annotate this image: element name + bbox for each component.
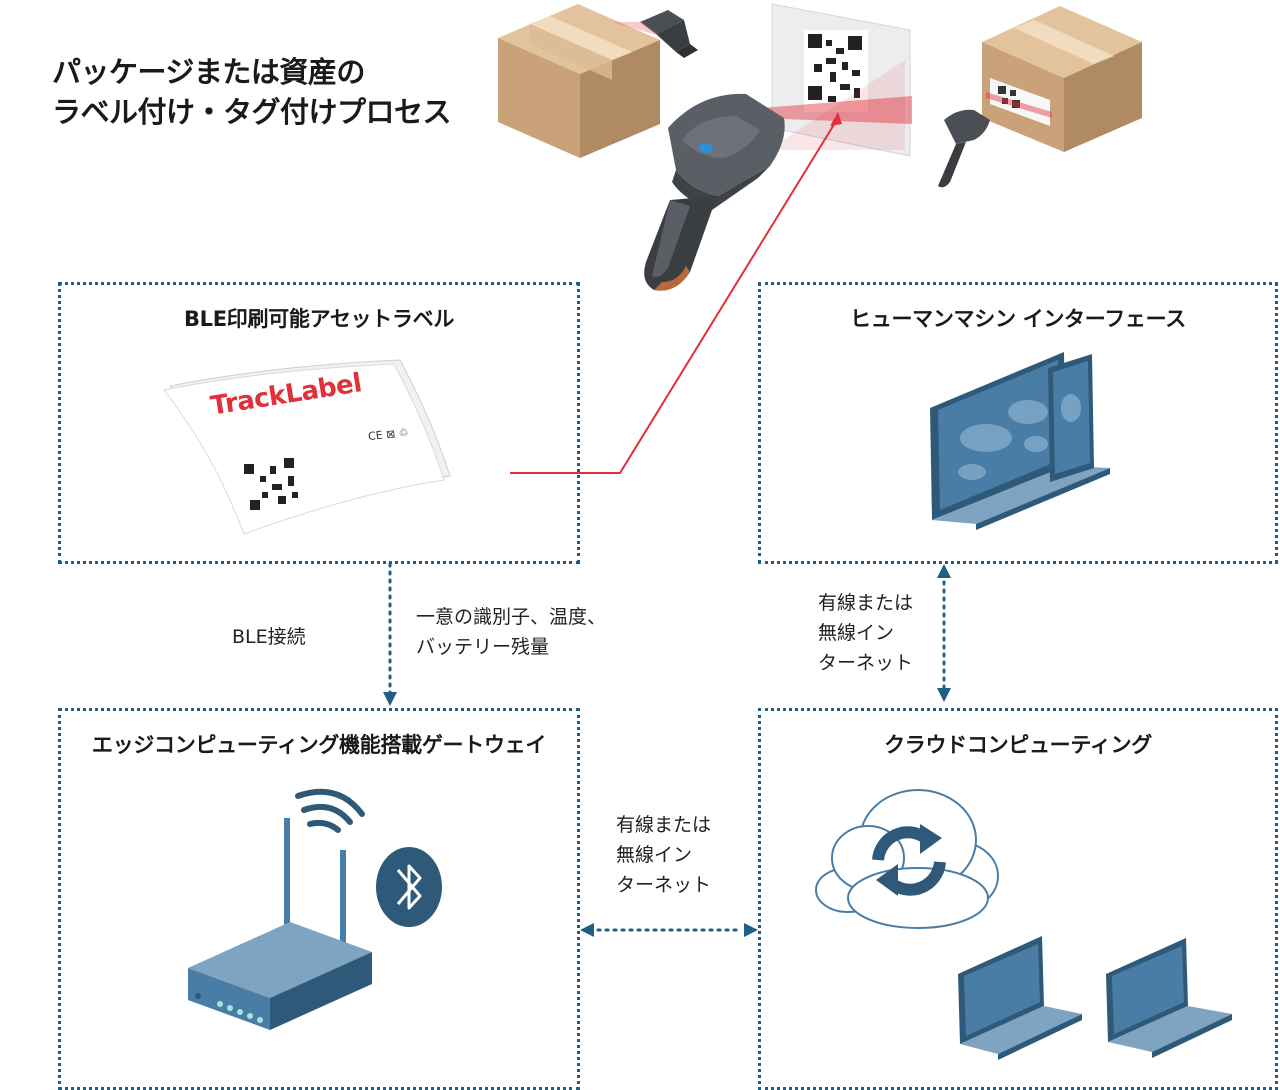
hmi-cloud-line-1: 有線または	[818, 592, 914, 614]
wifi-icon	[295, 788, 365, 833]
cloud-laptops	[958, 936, 1232, 1060]
ble-data-line-2: バッテリー残量	[416, 636, 550, 658]
hmi-box: ヒューマンマシン インターフェース	[758, 282, 1278, 564]
page-title: パッケージまたは資産の ラベル付け・タグ付けプロセス	[52, 52, 512, 132]
barcode-scanner-icon	[612, 10, 698, 58]
router-icon	[188, 818, 372, 1030]
ble-data-line-1: 一意の識別子、温度、	[416, 606, 607, 628]
laptop-icon	[1106, 938, 1232, 1058]
gateway-cloud-line-3: ターネット	[616, 874, 712, 896]
edge-gateway-title: エッジコンピューティング機能搭載ゲートウェイ	[91, 733, 547, 757]
page-title-line-1: パッケージまたは資産の	[52, 55, 365, 89]
cloud-sync-icon	[815, 789, 999, 929]
arrow-hmi-cloud	[937, 564, 951, 702]
ble-label-box: BLE印刷可能アセットラベル	[58, 282, 580, 564]
gateway-cloud-label: 有線または 無線イン ターネット	[616, 810, 711, 900]
ble-label-title: BLE印刷可能アセットラベル	[183, 307, 455, 331]
page-title-line-2: ラベル付け・タグ付けプロセス	[52, 95, 452, 129]
hmi-cloud-line-2: 無線イン	[818, 622, 895, 644]
gateway-cloud-line-1: 有線または	[616, 814, 712, 836]
bluetooth-icon	[376, 847, 442, 927]
hmi-devices	[930, 352, 1110, 530]
hmi-cloud-line-3: ターネット	[818, 652, 914, 674]
cloud-box: クラウドコンピューティング	[758, 708, 1278, 1090]
cardboard-box-icon	[982, 6, 1142, 152]
laptop-icon	[958, 936, 1082, 1060]
hmi-title: ヒューマンマシン インターフェース	[850, 307, 1186, 331]
hmi-cloud-label: 有線または 無線イン ターネット	[818, 588, 913, 678]
laptop-icon	[930, 352, 1110, 530]
cloud-title: クラウドコンピューティング	[884, 733, 1152, 757]
tracklabel-card	[163, 359, 451, 535]
tablet-icon	[1048, 354, 1094, 482]
edge-gateway-box: エッジコンピューティング機能搭載ゲートウェイ	[58, 708, 580, 1090]
arrow-gateway-cloud	[580, 923, 758, 937]
ble-connection-label: BLE接続	[232, 626, 306, 648]
barcode-scanner-icon	[938, 109, 990, 188]
scanning-scene	[498, 3, 1142, 291]
router-illustration	[188, 788, 372, 1030]
barcode-scanner-icon	[644, 93, 785, 291]
gateway-cloud-line-2: 無線イン	[616, 844, 693, 866]
ble-data-label: 一意の識別子、温度、 バッテリー残量	[416, 602, 606, 662]
arrow-ble-to-gateway	[383, 562, 397, 706]
